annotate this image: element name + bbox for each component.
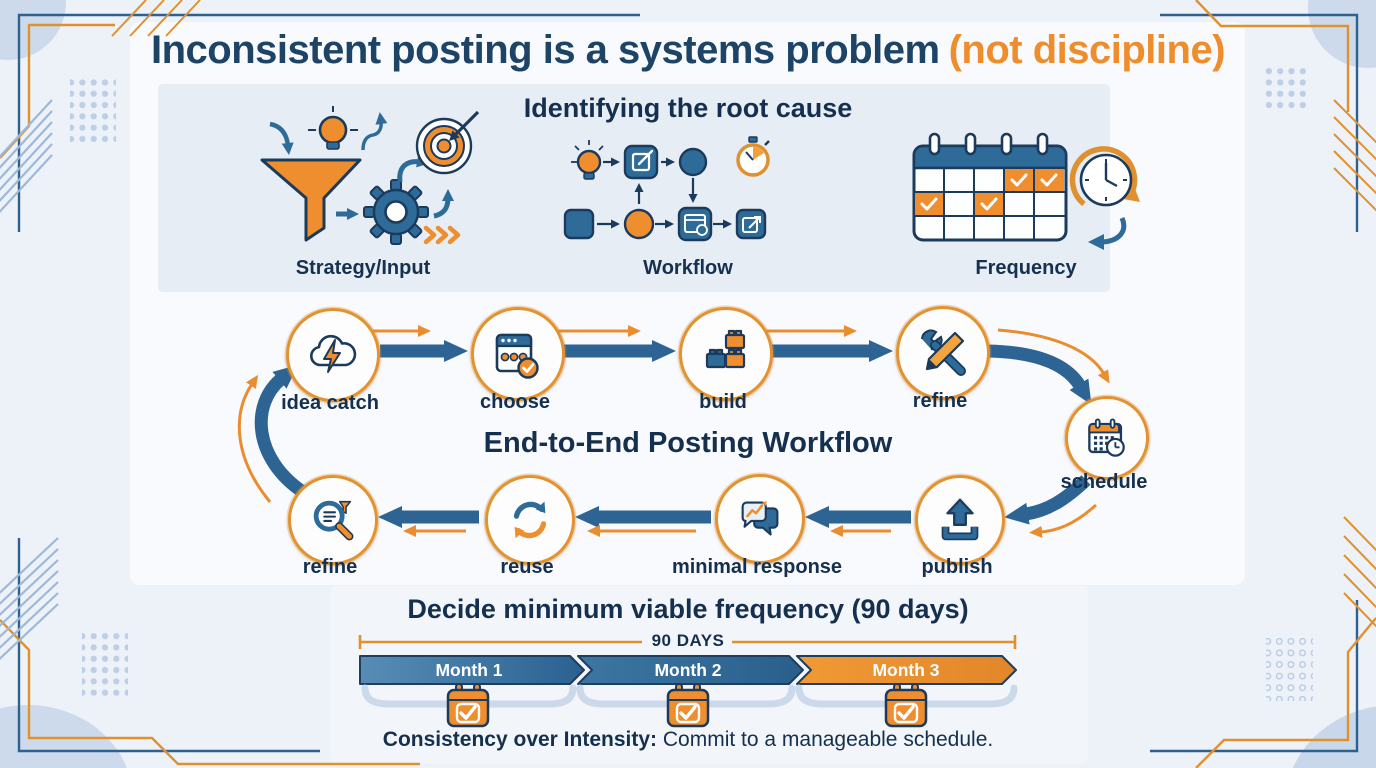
workflow-node-publish	[915, 475, 1005, 565]
month-1-label: Month 1	[435, 660, 503, 680]
footer-note-bold: Consistency over Intensity:	[382, 728, 658, 751]
node-label-refine-top: refine	[912, 390, 968, 412]
chat-bubbles-icon	[741, 501, 779, 536]
calendar-clock-icon	[1088, 418, 1125, 457]
upload-icon	[941, 498, 979, 541]
group-label-frequency: Frequency	[975, 257, 1077, 279]
node-label-idea-catch: idea catch	[281, 392, 379, 414]
browser-check-icon	[495, 333, 539, 379]
node-label-refine-bottom: refine	[302, 556, 358, 578]
workflow-node-reuse	[485, 475, 575, 565]
calendar-checks-clock-icon	[912, 132, 1140, 250]
wrench-pencil-icon	[921, 329, 966, 376]
node-label-schedule: schedule	[1060, 471, 1148, 493]
node-label-minimal-response: minimal response	[671, 556, 843, 578]
group-label-workflow: Workflow	[643, 257, 733, 279]
workflow-node-build	[679, 307, 773, 401]
storm-cloud-bolt-icon	[310, 334, 357, 373]
node-label-choose: choose	[479, 391, 551, 413]
workflow-node-choose	[471, 307, 565, 401]
workflow-node-refine-top	[896, 306, 990, 400]
root-cause-heading: Identifying the root cause	[523, 93, 853, 123]
workflow-node-schedule	[1065, 396, 1149, 480]
node-label-publish: publish	[921, 556, 993, 578]
title-main: Inconsistent posting is a systems proble…	[150, 28, 940, 72]
refresh-arrows-icon	[513, 501, 547, 539]
mini-flowchart-stopwatch-icon	[563, 136, 770, 242]
month-calendar-icons	[446, 683, 928, 728]
frequency-heading: Decide minimum viable frequency (90 days…	[407, 594, 969, 624]
workflow-loop-heading: End-to-End Posting Workflow	[483, 427, 893, 459]
group-label-strategy-input: Strategy/Input	[295, 257, 431, 279]
building-blocks-icon	[705, 329, 746, 369]
node-label-reuse: reuse	[500, 556, 554, 578]
workflow-node-refine-bottom	[288, 475, 378, 565]
workflow-node-minimal-response	[715, 474, 805, 564]
footer-note: Consistency over Intensity: Commit to a …	[0, 728, 1376, 752]
month-3-label: Month 3	[872, 660, 940, 680]
page-title: Inconsistent posting is a systems proble…	[0, 28, 1376, 73]
magnifier-filter-icon	[313, 500, 354, 541]
funnel-lightbulb-gear-target-icon	[260, 106, 480, 245]
title-accent: (not discipline)	[948, 28, 1226, 72]
footer-note-rest: Commit to a manageable schedule.	[657, 728, 994, 751]
month-2-label: Month 2	[654, 660, 722, 680]
workflow-node-idea-catch	[286, 308, 380, 402]
node-label-build: build	[699, 391, 747, 413]
duration-label: 90 DAYS	[651, 631, 725, 650]
